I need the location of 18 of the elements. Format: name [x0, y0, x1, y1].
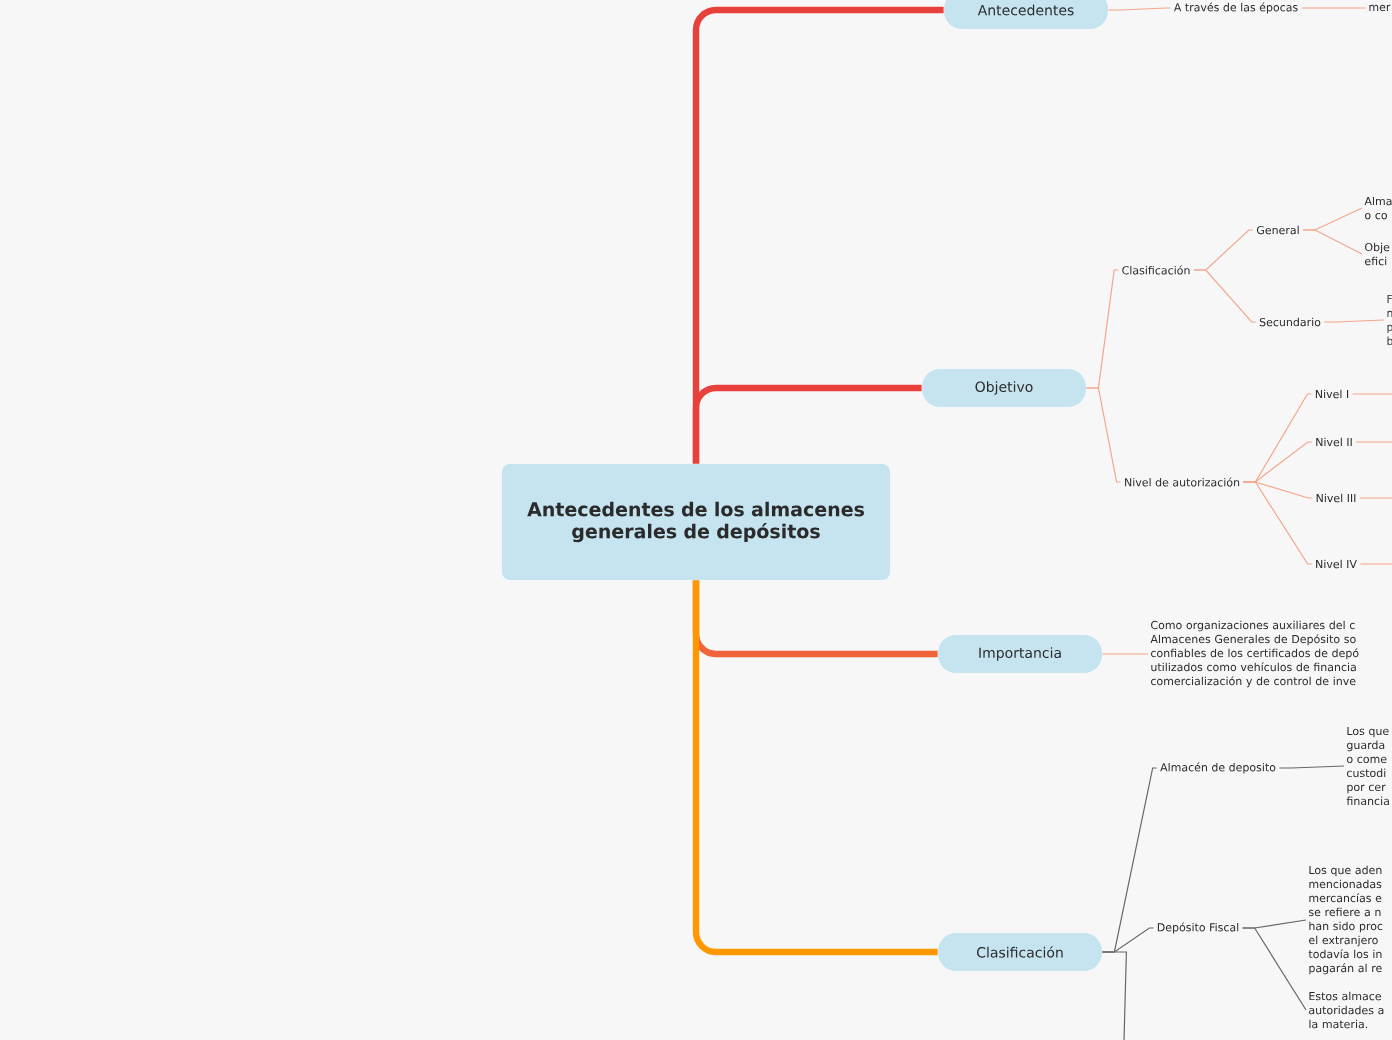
connector-line: [1352, 393, 1392, 395]
connector-line: [1085, 387, 1122, 483]
connector-line: [1107, 7, 1171, 11]
connector-line: [1101, 951, 1128, 1040]
connector-line: [1101, 653, 1149, 655]
connector-line: [1359, 497, 1392, 499]
connector-line: [1242, 927, 1307, 1011]
connector-line: [1323, 319, 1385, 323]
central-topic-box: Antecedentes de los almacenes generales de depósitos: [502, 464, 890, 580]
connector-line: [1278, 765, 1345, 769]
connector-line: [1355, 441, 1392, 443]
connector-line: [1242, 481, 1313, 565]
connector-line: [1193, 269, 1257, 323]
connector-line: [1301, 7, 1367, 9]
connector-line: [1302, 229, 1363, 255]
connector-line: [1359, 563, 1392, 565]
connector-line: [692, 580, 938, 956]
connector-line: [692, 384, 922, 464]
